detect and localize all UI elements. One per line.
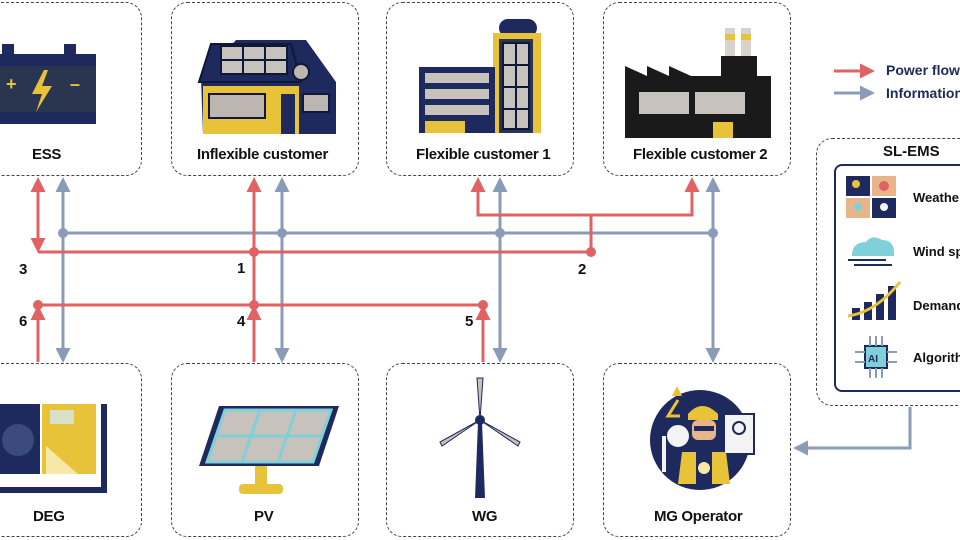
power-junctions	[33, 247, 596, 310]
flexible-customer-1-label: Flexible customer 1	[416, 146, 551, 163]
information-junctions	[58, 228, 718, 238]
algorithm-icon: AI	[855, 336, 897, 378]
information-lines	[55, 177, 912, 456]
bus-number-2: 2	[578, 261, 587, 278]
sl-ems-item-wind-speed: Wind sp	[913, 244, 960, 259]
wg-label: WG	[472, 508, 498, 525]
legend-power-flow: Power flow	[886, 62, 960, 78]
bus-number-3: 3	[19, 261, 28, 278]
battery-icon: + –	[0, 44, 96, 124]
solar-panel-icon	[199, 406, 339, 494]
sl-ems-item-demand: Demand	[913, 298, 960, 313]
pv-label: PV	[254, 508, 274, 525]
sl-ems-item-algorithm: Algorith	[913, 350, 960, 365]
sl-ems-title: SL-EMS	[883, 143, 940, 160]
building-icon	[419, 19, 541, 133]
factory-icon	[625, 28, 771, 138]
legend-information: Information	[886, 85, 960, 101]
wind-turbine-icon	[439, 377, 521, 498]
legend-lines	[834, 63, 875, 101]
flexible-customer-2-label: Flexible customer 2	[633, 146, 768, 163]
bus-number-5: 5	[465, 313, 474, 330]
bus-number-1: 1	[237, 260, 246, 277]
house-icon	[197, 40, 336, 134]
generator-icon	[0, 404, 107, 493]
svg-text:+: +	[6, 74, 17, 94]
svg-text:–: –	[70, 74, 80, 94]
power-lines	[30, 177, 700, 362]
bus-number-4: 4	[237, 313, 246, 330]
wind-speed-icon	[848, 237, 894, 266]
weather-icon	[846, 176, 896, 218]
deg-label: DEG	[33, 508, 65, 525]
sl-ems-item-weather: Weathe	[913, 190, 959, 205]
svg-text:AI: AI	[868, 354, 878, 365]
bus-number-6: 6	[19, 313, 28, 330]
inflexible-customer-label: Inflexible customer	[197, 146, 329, 163]
ess-label: ESS	[32, 146, 62, 163]
mg-operator-label: MG Operator	[654, 508, 743, 525]
engineer-icon	[650, 386, 755, 490]
demand-icon	[847, 281, 902, 320]
